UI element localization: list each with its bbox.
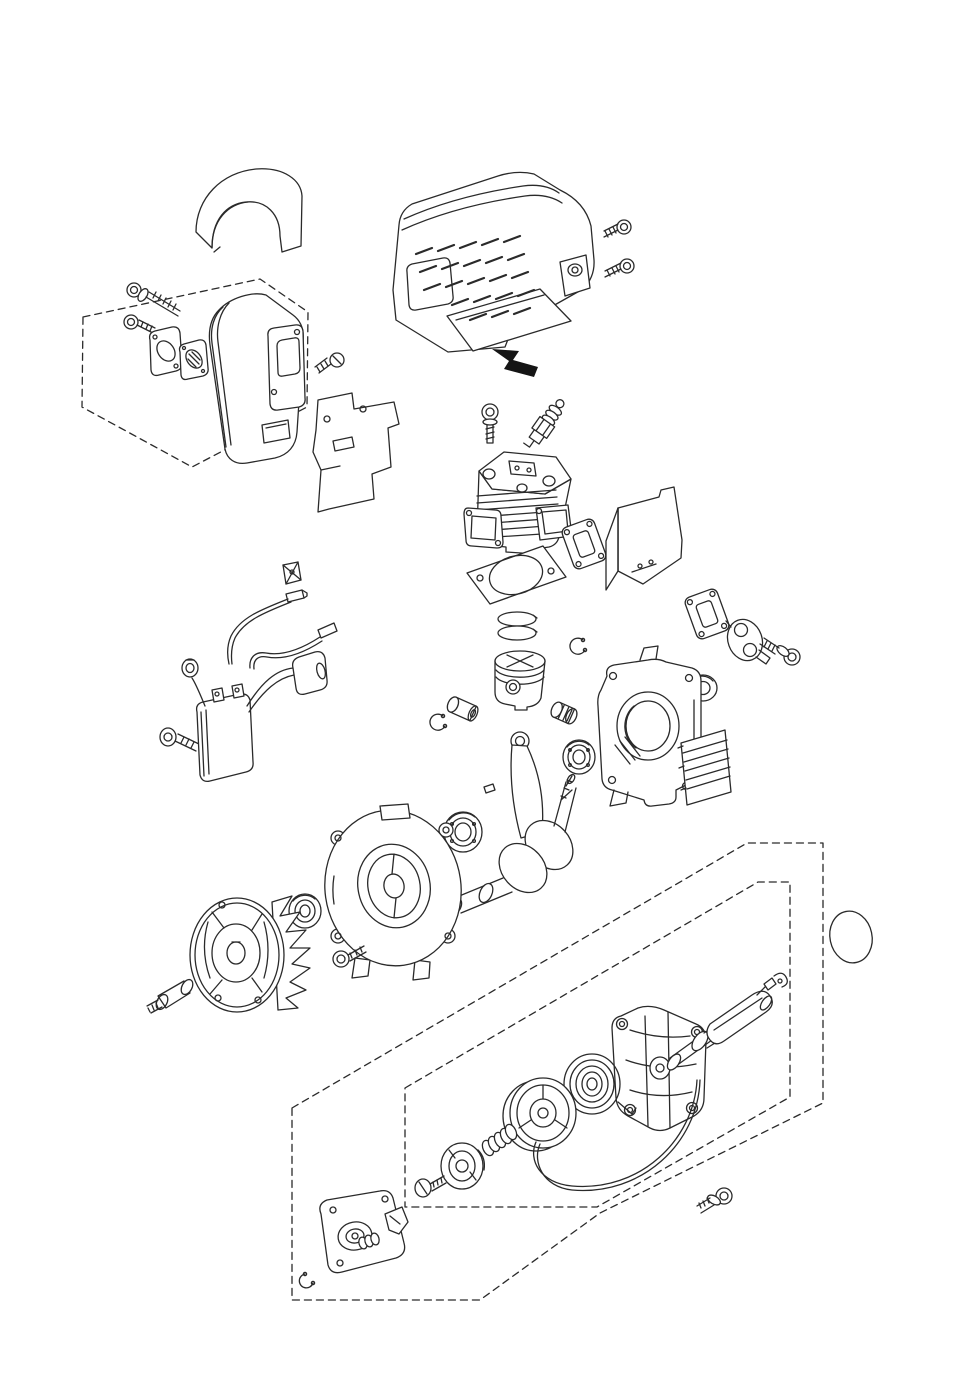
part-piston-pin [446, 696, 479, 722]
part-bolt-8 [759, 637, 801, 666]
fig1-arrow-icon [492, 349, 538, 377]
part-recoil-spring [563, 1053, 637, 1115]
part-cylinder [463, 451, 573, 555]
part-lead-wire-43 [249, 622, 338, 670]
part-ignition-coil [191, 650, 328, 783]
part-clip-44 [282, 561, 302, 585]
part-flywheel [189, 895, 311, 1013]
part-circlip-32a [569, 637, 588, 655]
part-crankcase-left [324, 803, 462, 981]
part-spring-49 [481, 1123, 518, 1157]
part-lead-wire-42 [227, 589, 308, 665]
part-crankshaft [425, 731, 577, 924]
assembly-boundary-starter [291, 842, 824, 1301]
part-louver-plate [677, 729, 732, 806]
part-plate-15 [312, 392, 400, 513]
part-exhaust-flange [148, 326, 183, 377]
part-starter-handle [706, 985, 773, 1045]
assembly-boundary-starter-inner [404, 881, 791, 1208]
part-starter-drum [440, 1142, 486, 1190]
part-piston [494, 650, 546, 711]
cover-vent-slats [414, 234, 536, 322]
part-crankcase-right [597, 645, 702, 807]
part-rope-end-fitting [763, 972, 788, 991]
part-gasket-7b [684, 588, 730, 640]
part-bearing-22b [562, 739, 596, 775]
assembly-boundary-muffler [81, 278, 309, 468]
part-bolt-26 [332, 945, 367, 968]
part-oil-seal [288, 893, 322, 929]
part-woodruff-key [483, 783, 496, 794]
part-screw-20 [604, 258, 635, 278]
part-screw-17 [314, 352, 345, 374]
part-cylinder-cover [195, 168, 303, 253]
part-screw-13 [123, 314, 156, 334]
part-needle-bearing [550, 701, 578, 725]
part-gasket-7a [561, 518, 607, 570]
part-pawl-kit [298, 1190, 409, 1289]
part-grip-oval [829, 910, 873, 964]
part-starter-pulley [502, 1077, 577, 1152]
part-starter-rope [532, 1031, 713, 1192]
part-cylinder-gasket [466, 545, 567, 605]
part-grommet [181, 658, 199, 678]
part-cylinder-bolt [481, 403, 499, 444]
part-starter-housing [611, 1005, 707, 1132]
part-collar-38 [146, 978, 194, 1014]
part-muffler [208, 293, 306, 465]
part-screw-51 [414, 1175, 447, 1198]
part-piston-rings [497, 611, 538, 641]
part-plate-6 [605, 486, 683, 591]
part-circlip-32b [429, 713, 448, 731]
part-engine-cover [392, 171, 595, 353]
part-muffler-gasket [178, 339, 209, 381]
part-screw-40 [159, 727, 200, 752]
part-insulator [725, 618, 771, 665]
part-screw-19 [603, 219, 632, 238]
part-muffler-bolt [126, 282, 181, 317]
part-bolt-56 [696, 1187, 733, 1214]
part-spark-plug [523, 399, 565, 448]
